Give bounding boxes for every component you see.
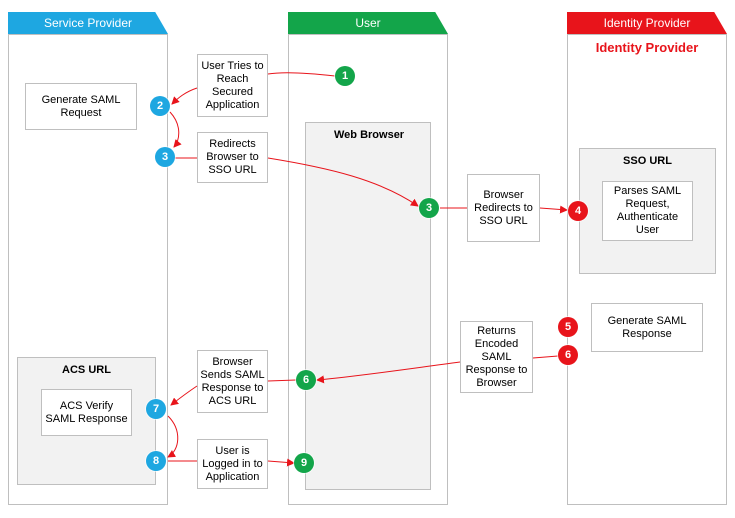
identity-provider-header: Identity Provider [567,12,727,34]
step-7-circle: 7 [146,399,166,419]
step-5-circle: 5 [558,317,578,337]
user-logged-in-box: User is Logged in to Application [197,439,268,489]
arrow-8-to-9 [168,461,294,463]
service-provider-header: Service Provider [8,12,168,34]
user-header: User [288,12,448,34]
step-1-circle: 1 [335,66,355,86]
step-9-circle: 9 [294,453,314,473]
step-6-circle-browser: 6 [296,370,316,390]
browser-sends-box: Browser Sends SAML Response to ACS URL [197,350,268,413]
acs-url-title: ACS URL [62,364,111,376]
browser-redirects-box: Browser Redirects to SSO URL [467,174,540,242]
arrow-7-to-8 [167,415,179,458]
arrow-3-to-browser [175,157,418,206]
web-browser-panel: Web Browser [305,122,431,490]
redirects-browser-box: Redirects Browser to SSO URL [197,132,268,183]
generate-saml-request-box: Generate SAML Request [25,83,137,130]
identity-provider-subtitle: Identity Provider [595,40,699,55]
parses-saml-request-box: Parses SAML Request, Authenticate User [602,181,693,241]
user-tries-to-reach-box: User Tries to Reach Secured Application [197,54,268,117]
arrow-3-to-4 [440,208,567,210]
step-6-circle-idp: 6 [558,345,578,365]
web-browser-title: Web Browser [334,129,405,141]
step-2-circle: 2 [150,96,170,116]
step-3-circle-sp: 3 [155,147,175,167]
arrow-6-to-browser [317,355,559,380]
step-4-circle: 4 [568,201,588,221]
returns-encoded-box: Returns Encoded SAML Response to Browser [460,321,533,393]
acs-verify-box: ACS Verify SAML Response [41,389,132,436]
step-8-circle: 8 [146,451,166,471]
step-3-circle-browser: 3 [419,198,439,218]
arrow-1-to-2 [172,72,336,104]
arrow-browser-to-7 [171,379,297,405]
arrow-2-to-3 [169,111,182,148]
generate-saml-response-box: Generate SAML Response [591,303,703,352]
sso-url-title: SSO URL [623,155,672,167]
